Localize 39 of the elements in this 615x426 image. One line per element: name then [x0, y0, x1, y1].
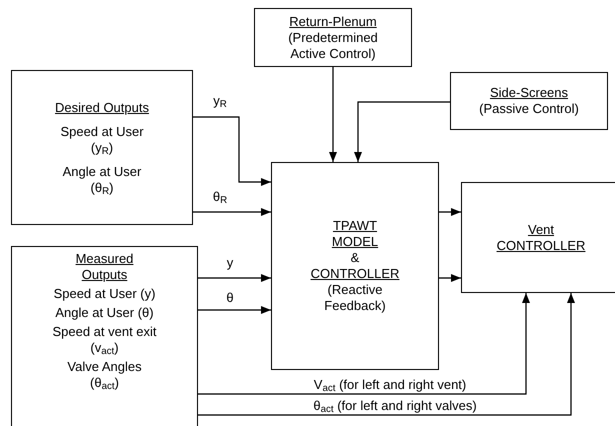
process-box [254, 8, 412, 67]
text-label: & [350, 250, 360, 266]
edge-label: θ$_{act}$ (for left and right valves) [313, 398, 477, 414]
text-label: Valve Angles (θ$_{act}$) [66, 359, 143, 391]
arrow [439, 208, 461, 216]
text-label: Angle at User (θ) [55, 305, 154, 321]
process-box [450, 72, 608, 130]
text-label: (Passive Control) [479, 101, 579, 117]
heading: TPAWT MODEL [330, 218, 380, 250]
edge-label: θ$_{R}$ [212, 189, 228, 205]
heading: Desired Outputs [55, 100, 149, 116]
text-label: (Reactive Feedback) [323, 282, 387, 314]
arrow [354, 101, 450, 162]
arrow [198, 306, 271, 314]
edge-label: θ [226, 290, 234, 306]
text-label: Angle at User (θ$_{R}$) [62, 164, 142, 196]
arrow [329, 67, 337, 162]
text-label: Speed at User (y$_{R}$) [59, 124, 145, 156]
heading: Measured Outputs [74, 251, 134, 283]
arrow [198, 293, 575, 416]
input-box [11, 70, 193, 225]
heading: Return-Plenum [289, 14, 377, 30]
heading: CONTROLLER [310, 266, 400, 282]
edge-label: V$_{act}$ (for left and right vent) [314, 377, 466, 393]
text-label: Speed at User (y) [54, 286, 156, 302]
arrow [439, 274, 461, 282]
arrow [198, 293, 530, 395]
text-label: Speed at vent exit (v$_{act}$) [51, 324, 158, 356]
text-label: (Predetermined Active Control) [287, 30, 379, 62]
model-controller-box [271, 162, 439, 370]
heading: Vent CONTROLLER [496, 222, 586, 254]
input-box [11, 246, 198, 426]
edge-label: y$_{R}$ [213, 93, 227, 109]
controller-box [461, 182, 615, 293]
heading: Side-Screens [490, 85, 568, 101]
arrow [193, 208, 271, 216]
edge-label: y [226, 255, 234, 271]
arrow [193, 116, 271, 186]
arrow [198, 274, 271, 282]
